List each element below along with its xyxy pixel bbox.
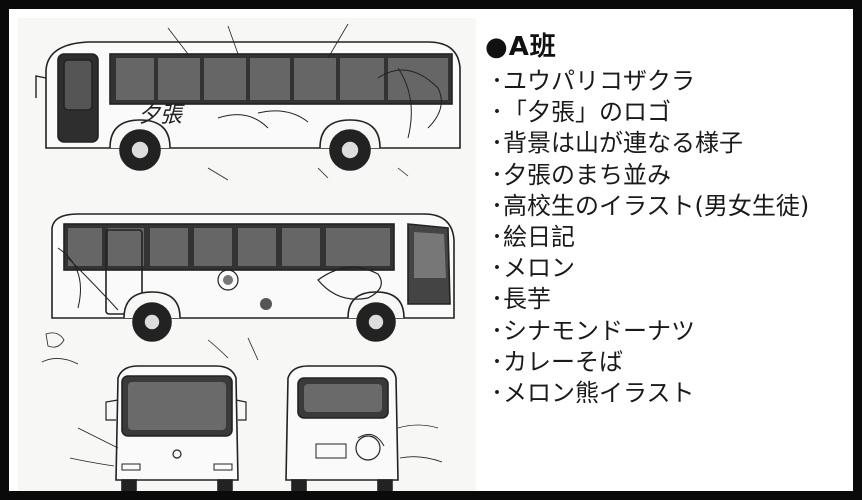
group-heading: ●A班 [485, 31, 853, 63]
list-item: ･背景は山が連なる様子 [491, 129, 743, 158]
bus-rear-view [285, 365, 443, 491]
list-item: ･ユウパリコザクラ [491, 67, 695, 95]
list-item: ･「夕張」のロゴ [491, 98, 671, 127]
bus-side-view-upper [35, 23, 461, 181]
list-item: ･高校生のイラスト(男女生徒) [491, 191, 810, 220]
bus-front-view [69, 365, 247, 491]
bus-side-view-lower [41, 213, 455, 365]
list-item: ･夕張のまち並み [491, 160, 671, 189]
bus-logo-text: 夕張 [138, 103, 185, 128]
list-item: ･メロン [491, 254, 575, 283]
list-item: ･長芋 [491, 285, 551, 314]
list-item: ･カレーそば [491, 347, 623, 376]
list-item: ･シナモンドーナツ [491, 316, 695, 345]
list-item: ･絵日記 [491, 223, 575, 252]
group-name: A班 [508, 32, 557, 62]
heading-bullet-icon: ● [485, 32, 509, 62]
list-item: ･メロン熊イラスト [491, 379, 695, 408]
bus-drawing-svg: 夕張 [35, 23, 461, 491]
bus-design-sketch: 夕張 [18, 18, 476, 491]
design-info-panel: ●A班 ･ユウパリコザクラ ･「夕張」のロゴ ･背景は山が連なる様子 ･夕張のま… [483, 31, 853, 409]
design-element-list: ･ユウパリコザクラ ･「夕張」のロゴ ･背景は山が連なる様子 ･夕張のまち並み … [483, 66, 853, 409]
